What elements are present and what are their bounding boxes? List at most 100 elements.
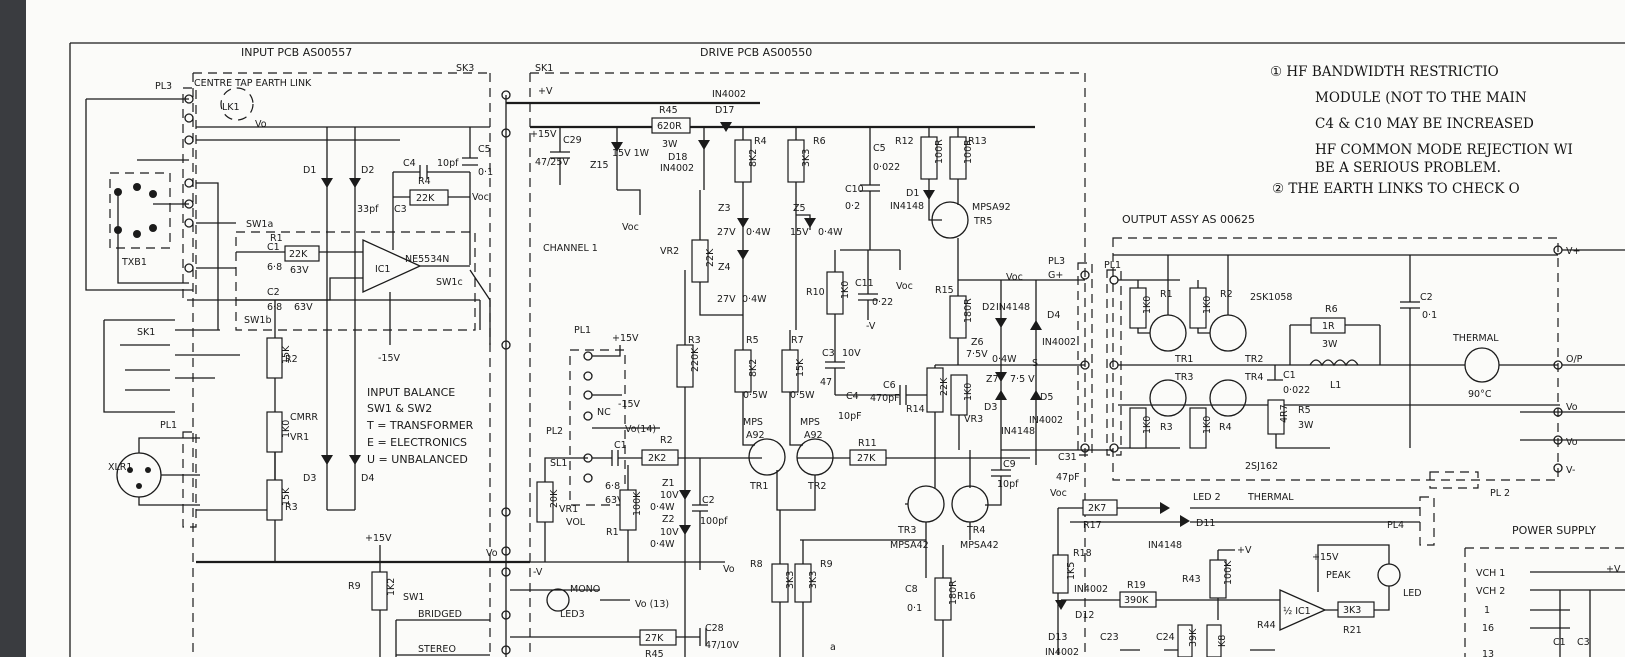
pin xyxy=(583,473,593,483)
c1-label: C1 xyxy=(267,242,280,253)
tr4-transistor xyxy=(951,485,989,523)
note-line-4: HF COMMON MODE REJECTION WI xyxy=(1315,142,1573,158)
tr3-out-label: TR3 xyxy=(1174,372,1193,383)
lk1-link xyxy=(220,87,254,121)
in4002-label: IN4002 xyxy=(712,89,746,100)
pin xyxy=(1553,463,1563,473)
c1-out-value: 0·022 xyxy=(1283,385,1310,396)
r1-resistor xyxy=(284,245,320,262)
pin xyxy=(1080,360,1090,370)
c4-c6-wiring xyxy=(835,385,935,405)
tr5-label: TR5 xyxy=(973,216,992,227)
psu-wiring xyxy=(1530,571,1625,657)
r45-watts: 3W xyxy=(662,139,678,150)
r2-value: 15K xyxy=(281,345,292,364)
r3-value: 15K xyxy=(281,487,292,506)
ic1-label: IC1 xyxy=(375,264,390,275)
pl-wiring xyxy=(592,345,660,459)
z1-watts: 0·4W xyxy=(650,502,675,513)
ic1-comparator xyxy=(1279,588,1327,632)
d1-d2-symbols xyxy=(321,178,361,188)
z7-label: Z7 xyxy=(986,374,999,385)
voc-label-2: Voc xyxy=(622,222,639,233)
r2-out-label: R2 xyxy=(1220,289,1233,300)
vr1-drive-wiring xyxy=(544,457,588,562)
c4-drive-value: 10pF xyxy=(838,411,862,422)
d5-label: D5 xyxy=(1040,392,1053,403)
c6-value: 470pF xyxy=(870,393,900,404)
d3-label: D3 xyxy=(303,473,316,484)
c9-c31-wiring xyxy=(985,449,1113,506)
z15-value: 15V 1W xyxy=(612,148,650,159)
z6-value: 7·5V xyxy=(966,349,988,360)
c4-drive-label: C4 xyxy=(846,391,859,402)
psu-v: +V xyxy=(1606,564,1621,575)
r18-label: R18 xyxy=(1073,548,1092,559)
tr2-out-label: TR2 xyxy=(1244,354,1263,365)
z5-value: 15V xyxy=(790,227,809,238)
tr2-out-mosfet xyxy=(1209,314,1247,352)
drive-pcb-boundary xyxy=(530,72,1086,657)
c1-drive-cap xyxy=(611,450,642,466)
pl2-out-connector xyxy=(1429,471,1479,489)
input-paths xyxy=(236,251,363,301)
mpsa92-label: MPSA92 xyxy=(972,202,1011,213)
r6-out-watts: 3W xyxy=(1322,339,1338,350)
pin xyxy=(1109,443,1119,453)
tr1-type-2: A92 xyxy=(746,430,765,441)
r6-out-label: R6 xyxy=(1325,304,1338,315)
psu-n13: 13 xyxy=(1482,649,1494,657)
r15-wiring xyxy=(957,279,1085,365)
d4-label: D4 xyxy=(361,473,374,484)
z3-label: Z3 xyxy=(718,203,731,214)
c2-out-cap xyxy=(1400,255,1420,448)
c10-value: 0·2 xyxy=(845,201,860,212)
vr1-value: 1K0 xyxy=(281,420,292,438)
c3-value: 33pf xyxy=(357,204,379,215)
pin xyxy=(583,390,593,400)
c2-voltage: 63V xyxy=(294,302,313,313)
pin xyxy=(1109,275,1119,285)
rk8-value: K8 xyxy=(1217,635,1228,647)
vo14-label: Vo(14) xyxy=(625,424,656,435)
voc-mid-label: Voc xyxy=(1050,488,1067,499)
vr1-pot xyxy=(266,411,283,453)
vo-out-2: Vo xyxy=(1566,437,1578,448)
vo-right-label: Vo xyxy=(723,564,735,575)
z15-branch xyxy=(616,127,641,215)
r1-drive-label: R1 xyxy=(606,527,619,538)
tr1-out-label: TR1 xyxy=(1174,354,1193,365)
r1-value: 22K xyxy=(289,249,308,260)
tr3-label: TR3 xyxy=(897,525,916,536)
pin xyxy=(501,340,511,350)
vr3-value: 1K0 xyxy=(963,383,974,401)
note-line-6: ② THE EARTH LINKS TO CHECK O xyxy=(1272,181,1520,197)
c8-label: C8 xyxy=(905,584,918,595)
r16-value: 180R xyxy=(948,580,959,605)
thermal-row-wiring xyxy=(1057,507,1420,655)
psu-c3: C3 xyxy=(1577,637,1590,648)
tr1-type-1: MPS xyxy=(743,417,763,428)
mid-diode-wiring xyxy=(958,280,1085,451)
l1-inductor xyxy=(1309,359,1359,367)
tr2-type-1: MPS xyxy=(800,417,820,428)
c23-label: C23 xyxy=(1100,632,1119,643)
r43-wiring xyxy=(1217,549,1235,620)
tr3-transistor xyxy=(907,485,945,523)
tr4-out-label: TR4 xyxy=(1244,372,1263,383)
c5-c10-wiring xyxy=(840,127,901,270)
pin xyxy=(501,546,511,556)
d11-value: IN4148 xyxy=(1148,540,1182,551)
switch-boundary xyxy=(235,231,476,331)
mosfet-wiring xyxy=(1137,255,1229,334)
d4-mid-label: D4 xyxy=(1047,310,1060,321)
c29-value: 47/25V xyxy=(535,157,569,168)
r18-value: 1K5 xyxy=(1066,562,1077,580)
d3-mid-value: IN4148 xyxy=(1001,426,1035,437)
mpsa42-label-1: MPSA42 xyxy=(890,540,929,551)
c11-label: C11 xyxy=(855,278,874,289)
pl1-out-label: PL1 xyxy=(1104,260,1121,271)
c2-out-label: C2 xyxy=(1420,292,1433,303)
r15-value: 180R xyxy=(963,298,974,323)
pl2-out-label: PL 2 xyxy=(1490,488,1510,499)
